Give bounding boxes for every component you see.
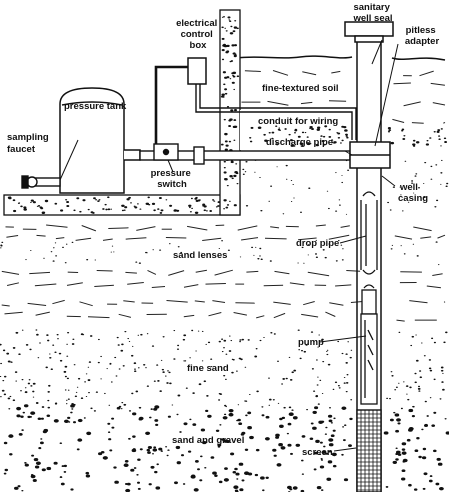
soil-speckle bbox=[0, 127, 449, 492]
label-drop-pipe: drop pipe bbox=[296, 238, 339, 249]
label-conduit-for-wiring: conduit for wiring bbox=[258, 116, 338, 127]
leader-lines bbox=[59, 39, 399, 452]
pitless-adapter bbox=[349, 141, 391, 169]
labels: sanitary well seal pitless adapter elect… bbox=[7, 2, 439, 458]
label-pump: pump bbox=[298, 337, 324, 348]
drop-pipe bbox=[360, 191, 378, 275]
label-well-casing: well casing bbox=[398, 182, 428, 204]
label-fine-sand: fine sand bbox=[187, 363, 229, 374]
well-screen bbox=[356, 409, 382, 492]
label-screen: screen bbox=[302, 447, 333, 458]
submersible-pump bbox=[360, 284, 378, 405]
label-sand-and-gravel: sand and gravel bbox=[172, 435, 244, 446]
electrical-control-box bbox=[187, 57, 207, 85]
label-fine-textured-soil: fine-textured soil bbox=[262, 83, 339, 94]
label-sanitary-well-seal: sanitary well seal bbox=[352, 2, 392, 24]
soil-hatch-lines bbox=[1, 70, 446, 322]
sanitary-well-seal bbox=[344, 21, 394, 43]
label-sand-lenses: sand lenses bbox=[173, 250, 227, 261]
label-sampling-faucet: sampling faucet bbox=[7, 132, 51, 155]
label-pitless-adapter: pitless adapter bbox=[405, 25, 440, 47]
label-discharge-pipe: discharge pipe bbox=[266, 137, 333, 148]
pressure-switch bbox=[153, 143, 179, 161]
control-wire bbox=[154, 65, 188, 144]
ground-surface bbox=[235, 55, 446, 61]
label-electrical-control-box: electrical control box bbox=[176, 18, 220, 51]
gravel-backfill bbox=[240, 110, 352, 150]
foundation-slab bbox=[3, 194, 241, 216]
label-pressure-switch: pressure switch bbox=[151, 168, 194, 190]
conduit-for-wiring bbox=[195, 84, 357, 140]
sampling-faucet bbox=[21, 175, 61, 189]
label-pressure-tank: pressure tank bbox=[64, 101, 127, 112]
pressure-tank bbox=[59, 87, 141, 194]
